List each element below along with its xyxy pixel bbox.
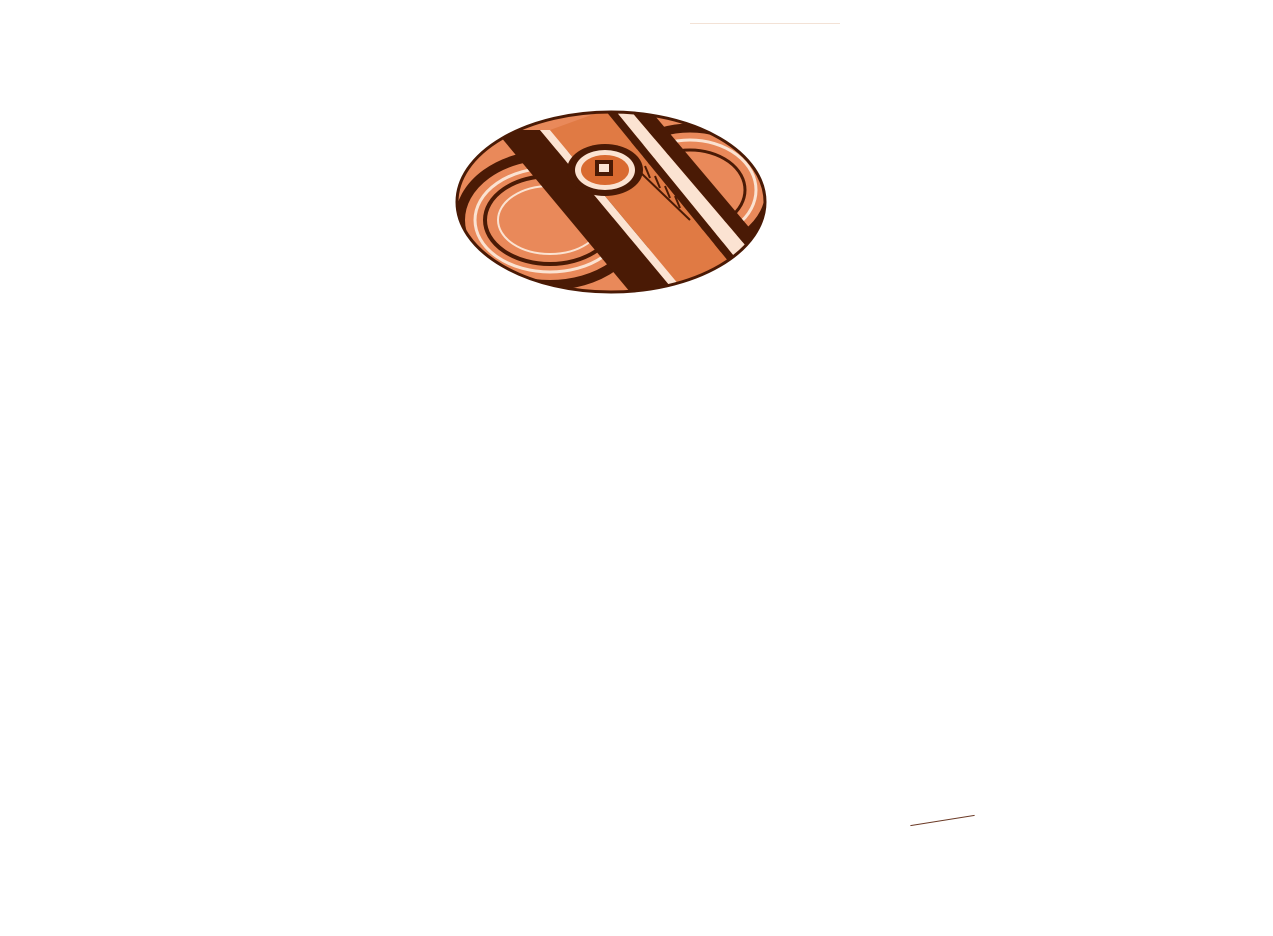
disc-outline [455, 110, 767, 294]
center-boss [567, 144, 643, 196]
faint-line-top [690, 23, 840, 24]
faint-line-bottom [910, 814, 975, 827]
teeth-row [639, 165, 691, 221]
orange-relief-disc [455, 110, 767, 294]
